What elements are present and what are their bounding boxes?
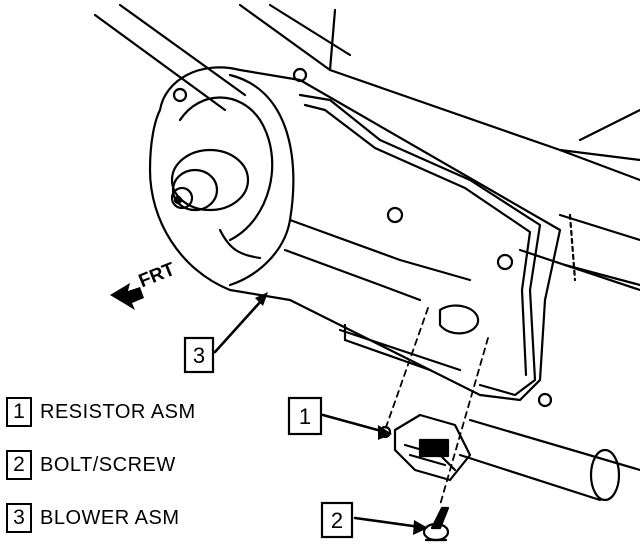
callout-leaders bbox=[213, 298, 422, 529]
callout-box-1: 1 bbox=[287, 396, 323, 436]
legend-item: 3 BLOWER ASM bbox=[6, 500, 266, 536]
legend-item: 1 RESISTOR ASM bbox=[6, 394, 266, 430]
legend-number: 2 bbox=[6, 450, 32, 480]
legend-label: BOLT/SCREW bbox=[40, 453, 176, 476]
svg-text:3: 3 bbox=[193, 343, 205, 368]
blower-housing bbox=[148, 66, 562, 408]
arrowheads bbox=[255, 292, 428, 535]
svg-text:1: 1 bbox=[299, 404, 311, 429]
support-bar bbox=[458, 418, 640, 502]
bolt-screw bbox=[422, 506, 450, 542]
installation-lines bbox=[384, 307, 489, 506]
frt-arrow-icon bbox=[110, 283, 144, 310]
legend-number: 3 bbox=[6, 503, 32, 533]
blower-motor bbox=[170, 148, 250, 212]
vehicle-body-lines bbox=[93, 3, 640, 292]
parts-legend: 1 RESISTOR ASM 2 BOLT/SCREW 3 BLOWER ASM bbox=[6, 394, 266, 553]
legend-label: BLOWER ASM bbox=[40, 506, 180, 529]
legend-number: 1 bbox=[6, 397, 32, 427]
legend-item: 2 BOLT/SCREW bbox=[6, 447, 266, 483]
callout-box-3: 3 bbox=[183, 336, 215, 374]
resistor-assembly bbox=[378, 413, 472, 482]
svg-text:2: 2 bbox=[331, 508, 343, 533]
callout-box-2: 2 bbox=[320, 501, 354, 539]
legend-label: RESISTOR ASM bbox=[40, 400, 196, 423]
